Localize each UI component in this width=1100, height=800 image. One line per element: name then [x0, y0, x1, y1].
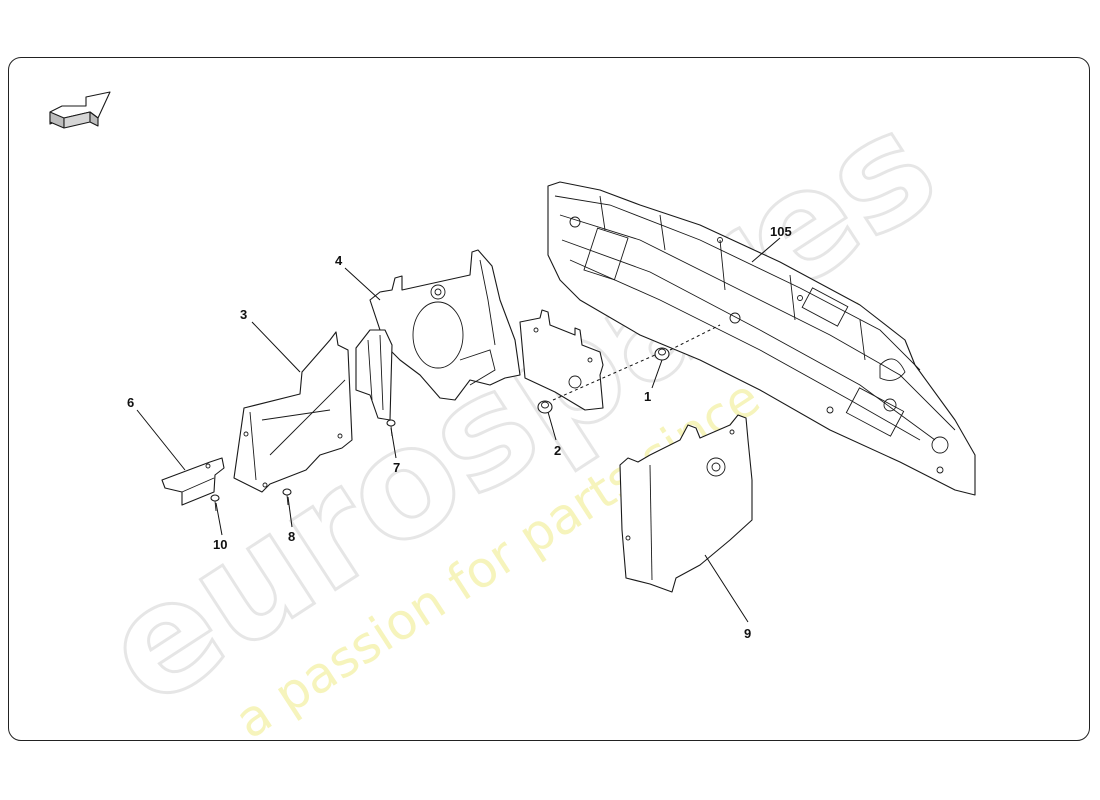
callout-2: 2 — [554, 443, 561, 458]
callout-9: 9 — [744, 626, 751, 641]
callout-7: 7 — [393, 460, 400, 475]
callout-10: 10 — [213, 537, 227, 552]
part-9-lower-shield — [619, 414, 753, 593]
direction-arrow-icon — [49, 91, 111, 129]
leader-lines — [136, 237, 781, 623]
part-105-rear-panel — [547, 181, 976, 496]
callout-3: 3 — [240, 307, 247, 322]
fastener-1-nut — [654, 347, 670, 361]
part-4-central-cover — [369, 249, 521, 401]
callout-1: 1 — [644, 389, 651, 404]
assembly-line-2 — [552, 354, 656, 401]
fastener-10-screw — [210, 494, 220, 512]
callout-4: 4 — [335, 253, 343, 268]
callout-8: 8 — [288, 529, 295, 544]
part-side-panel — [519, 309, 604, 411]
part-4-side-bracket — [355, 329, 393, 421]
callout-105: 105 — [770, 224, 792, 239]
part-6-small-bracket — [161, 457, 225, 506]
fastener-2-nut — [537, 400, 553, 414]
diagram-frame — [8, 57, 1090, 741]
fastener-8-screw — [282, 488, 292, 506]
callout-6: 6 — [127, 395, 134, 410]
part-3-heat-shield — [233, 331, 353, 493]
